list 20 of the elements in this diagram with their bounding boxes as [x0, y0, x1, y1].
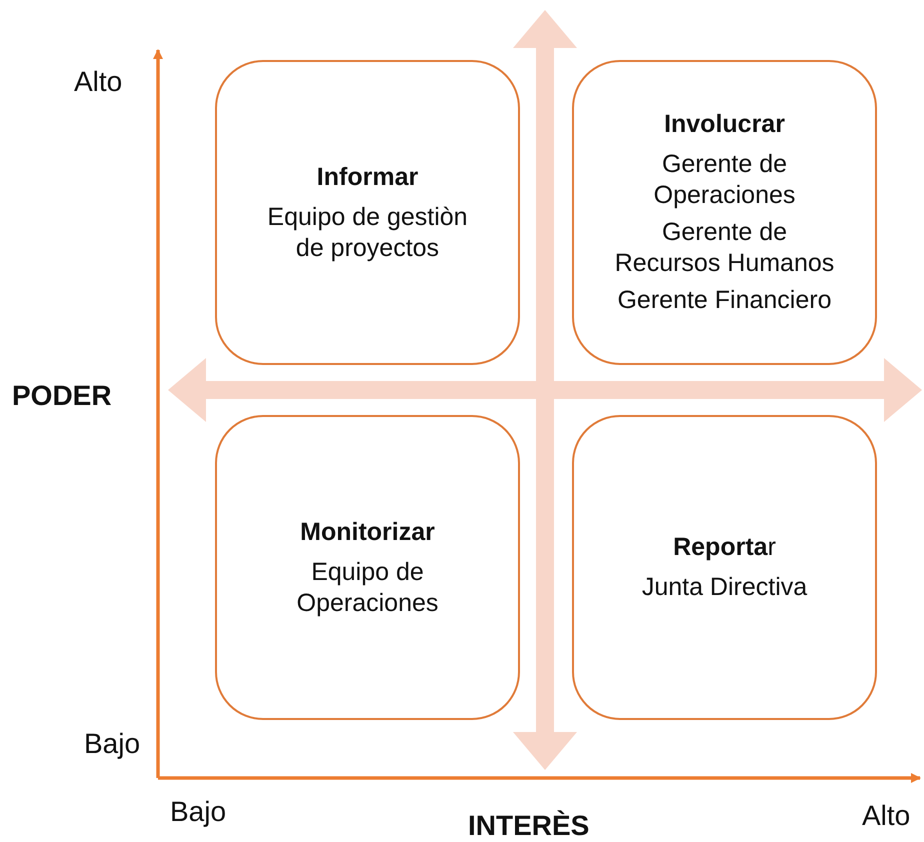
axis-title: INTERÈS — [468, 810, 590, 842]
quadrant-card — [572, 415, 877, 720]
quadrant-text: Gerente de Recursos Humanos — [614, 217, 835, 279]
axis-tick-label: Alto — [74, 66, 122, 98]
quadrant-text: Junta Directiva — [642, 572, 808, 603]
quadrant-text: Gerente Financiero — [617, 285, 832, 316]
quadrant-heading: Reportar — [673, 532, 776, 563]
axis-tick-label: Bajo — [170, 796, 226, 828]
quadrant-heading: Involucrar — [664, 109, 785, 140]
quadrant-heading: Monitorizar — [300, 516, 435, 548]
axis-tick-label: Bajo — [84, 728, 140, 760]
quadrant-heading: Informar — [316, 162, 418, 192]
quadrant-card — [215, 60, 520, 365]
quadrant-text: Gerente de Operaciones — [652, 149, 796, 211]
axis-title: PODER — [12, 380, 112, 412]
quadrant-card — [572, 60, 877, 365]
axis-tick-label: Alto — [862, 800, 910, 832]
quadrant-text: Equipo de Operaciones — [296, 556, 440, 618]
quadrant-card — [215, 415, 520, 720]
quadrant-text: Equipo de gestiòn de proyectos — [266, 202, 469, 264]
